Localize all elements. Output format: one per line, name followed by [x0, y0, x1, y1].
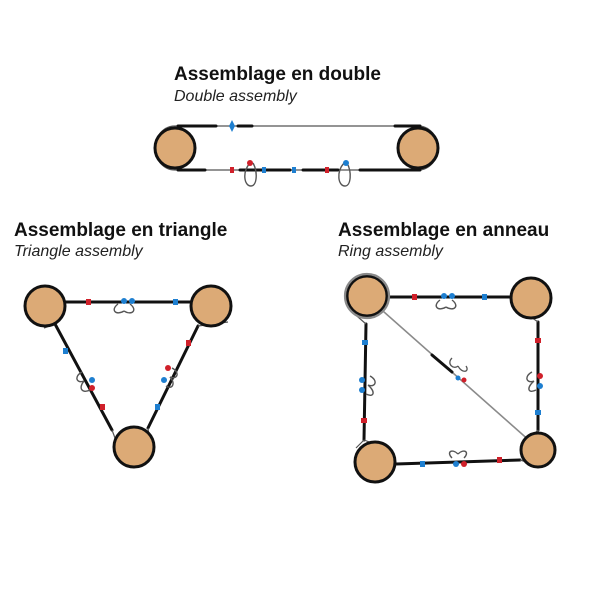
triangle-assembly-title: Assemblage en triangle	[14, 220, 228, 241]
double-assembly-diagram	[153, 120, 440, 187]
ring-assembly-title: Assemblage en anneau	[338, 220, 550, 241]
bottom-connectors	[230, 167, 329, 173]
pulley	[153, 126, 197, 170]
double-assembly-subtitle: Double assembly	[174, 88, 297, 105]
top-shackle-marker	[229, 120, 235, 132]
pulley	[23, 284, 67, 328]
pulley	[112, 425, 156, 469]
pulley	[396, 126, 440, 170]
triangle-assembly-diagram	[23, 284, 233, 469]
diagonal-strap	[365, 295, 541, 451]
double-assembly-title: Assemblage en double	[174, 64, 381, 85]
triangle-assembly-subtitle: Triangle assembly	[14, 243, 143, 260]
tensioner-loops	[76, 298, 178, 392]
connector-markers	[63, 299, 191, 410]
connector-markers	[361, 294, 541, 467]
rope-loop	[154, 124, 439, 172]
ring-assembly-diagram	[343, 272, 557, 484]
tensioner-loop	[338, 160, 351, 187]
pulley	[345, 274, 389, 318]
pulley	[509, 276, 553, 320]
ring-assembly-subtitle: Ring assembly	[338, 243, 443, 260]
pulley	[353, 440, 397, 484]
tensioner-loop	[244, 160, 257, 187]
pulley	[189, 284, 233, 328]
pulley	[519, 431, 557, 469]
pulley-sling	[343, 272, 391, 320]
tensioner-loops	[359, 293, 543, 467]
